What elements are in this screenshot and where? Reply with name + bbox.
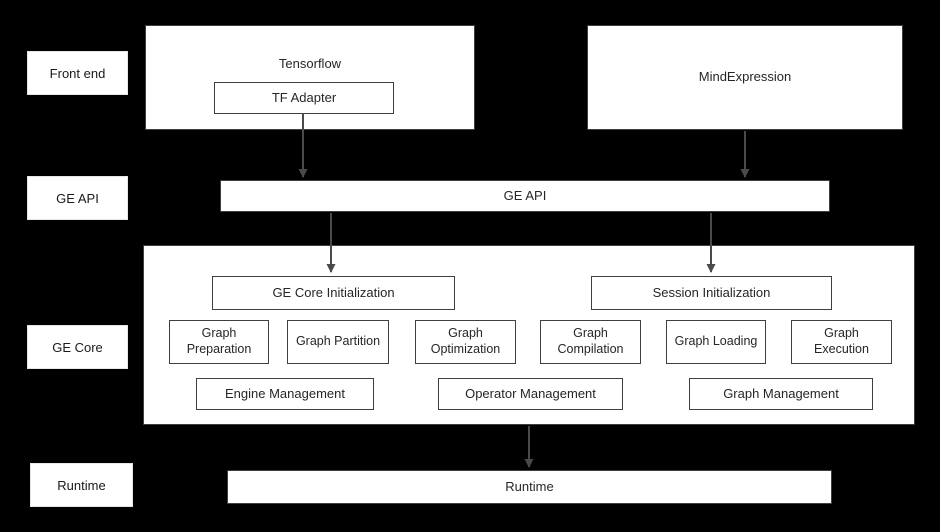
graph-compilation-box: Graph Compilation [540,320,641,364]
row-label-ge-api: GE API [27,176,128,220]
graph-compilation-label: Graph Compilation [557,326,624,356]
graph-partition-label: Graph Partition [295,334,381,349]
graph-loading-box: Graph Loading [666,320,766,364]
ge-api-label: GE API [503,187,547,203]
ge-core-initialization-box: GE Core Initialization [212,276,455,310]
ge-api-bar: GE API [220,180,830,212]
graph-optimization-box: Graph Optimization [415,320,516,364]
tf-adapter-label: TF Adapter [271,89,337,105]
row-label-front-end-text: Front end [49,65,106,81]
graph-optimization-label: Graph Optimization [430,326,501,356]
operator-management-box: Operator Management [438,378,623,410]
row-label-ge-api-text: GE API [56,190,99,206]
mindexpression-label: MindExpression [698,69,792,85]
runtime-bar: Runtime [227,470,832,504]
mindexpression-box: MindExpression [587,25,903,130]
ge-core-box: GE Core Initialization Session Initializ… [143,245,915,425]
engine-management-box: Engine Management [196,378,374,410]
tf-adapter-box: TF Adapter [214,82,394,114]
tensorflow-label: Tensorflow [278,56,342,71]
tensorflow-box: Tensorflow TF Adapter [145,25,475,130]
graph-partition-box: Graph Partition [287,320,389,364]
runtime-label: Runtime [505,478,554,494]
row-label-ge-core: GE Core [27,325,128,369]
session-initialization-box: Session Initialization [591,276,832,310]
row-label-ge-core-text: GE Core [52,339,103,355]
row-label-runtime: Runtime [30,463,133,507]
engine-management-label: Engine Management [225,385,345,401]
session-initialization-label: Session Initialization [652,284,771,300]
graph-preparation-label: Graph Preparation [186,326,252,356]
graph-management-box: Graph Management [689,378,873,410]
graph-execution-label: Graph Execution [814,326,869,356]
graph-loading-label: Graph Loading [674,334,758,349]
row-label-front-end: Front end [27,51,128,95]
graph-management-label: Graph Management [723,385,839,401]
ge-core-initialization-label: GE Core Initialization [272,284,395,300]
row-label-runtime-text: Runtime [57,477,106,493]
graph-preparation-box: Graph Preparation [169,320,269,364]
operator-management-label: Operator Management [465,385,596,401]
graph-execution-box: Graph Execution [791,320,892,364]
